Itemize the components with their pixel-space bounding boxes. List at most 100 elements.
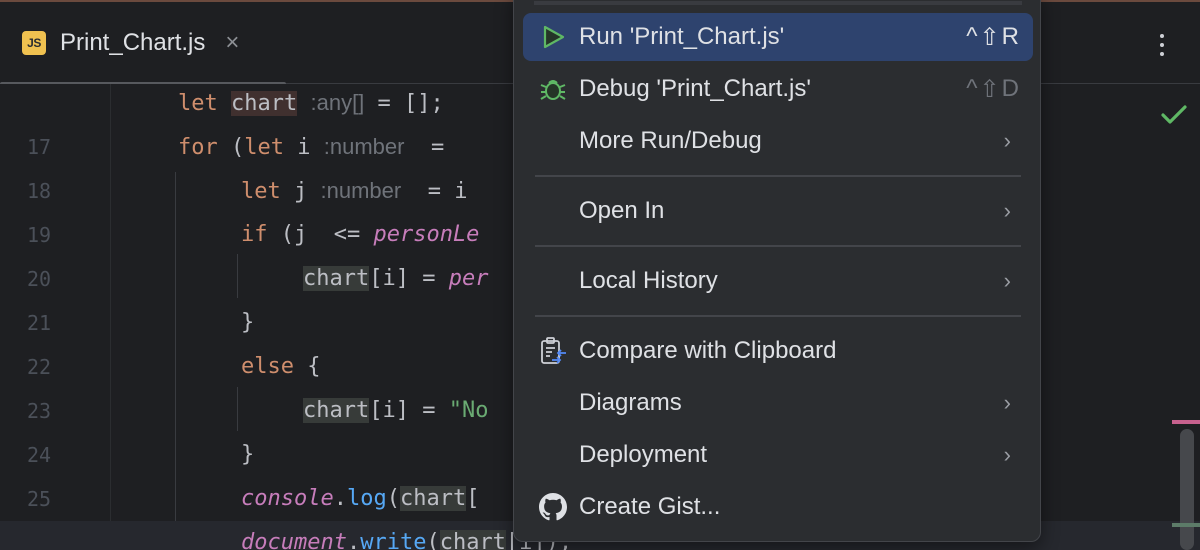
code-text: [ xyxy=(466,486,480,511)
check-icon[interactable] xyxy=(1160,102,1188,126)
code-text: . xyxy=(333,486,347,511)
menu-item-label: More Run/Debug xyxy=(579,127,762,154)
function-call: log xyxy=(346,486,387,511)
keyword: else xyxy=(241,354,294,379)
code-line: 19 let j :number = i xyxy=(0,169,1200,247)
keyword: if xyxy=(241,222,268,247)
keyword: let xyxy=(244,135,284,160)
tab-label: Print_Chart.js xyxy=(60,28,206,56)
line-number: 25 xyxy=(27,487,52,511)
type-hint: :number xyxy=(320,178,402,203)
line-number: 23 xyxy=(27,399,52,423)
menu-item-open-in[interactable]: Open In › xyxy=(523,187,1033,235)
code-line: 18 for (let i :number = xyxy=(0,125,1200,203)
context-menu: Run 'Print_Chart.js' ^⇧R Debug 'Print_Ch… xyxy=(513,0,1041,542)
menu-item-label: Diagrams xyxy=(579,389,682,416)
line-number: 20 xyxy=(27,267,52,291)
menu-item-run[interactable]: Run 'Print_Chart.js' ^⇧R xyxy=(523,13,1033,61)
string-literal: "No xyxy=(448,398,489,423)
code-line: 26 console.log(chart[ xyxy=(0,477,1200,550)
code-text: i xyxy=(284,135,324,160)
more-options-icon[interactable] xyxy=(1152,30,1172,60)
gutter-separator xyxy=(110,84,111,550)
menu-item-label: Run 'Print_Chart.js' xyxy=(579,23,785,50)
indent-guide xyxy=(237,254,238,298)
keyboard-shortcut: ^⇧D xyxy=(966,75,1019,103)
menu-item-debug[interactable]: Debug 'Print_Chart.js' ^⇧D xyxy=(523,65,1033,113)
type-hint: :any[] xyxy=(310,90,365,115)
menu-item-create-gist[interactable]: Create Gist... xyxy=(523,483,1033,531)
code-line: 22 } xyxy=(0,301,1200,379)
code-line: 25 } xyxy=(0,433,1200,511)
global-identifier: console xyxy=(241,486,334,511)
identifier: chart xyxy=(231,91,298,116)
code-text: } xyxy=(241,310,255,335)
keyword: let xyxy=(178,91,218,116)
line-number: 24 xyxy=(27,443,52,467)
menu-item-label: Deployment xyxy=(579,441,708,468)
line-number: 21 xyxy=(27,311,52,335)
code-text: j xyxy=(280,179,321,204)
code-text: } xyxy=(241,442,255,467)
code-text: . xyxy=(346,530,361,550)
menu-item-label: Open In xyxy=(579,197,665,224)
run-icon xyxy=(537,21,569,53)
code-line: 23 else { xyxy=(0,345,1200,423)
vertical-scrollbar[interactable] xyxy=(1180,429,1194,550)
identifier: chart xyxy=(399,486,467,511)
menu-item-label: Compare with Clipboard xyxy=(579,337,837,364)
chevron-right-icon: › xyxy=(1003,442,1011,467)
menu-separator xyxy=(535,245,1021,247)
indent-guide xyxy=(237,387,238,431)
code-text: ( xyxy=(217,135,245,160)
line-number: 19 xyxy=(27,223,52,247)
global-identifier: document xyxy=(241,530,347,550)
code-text: ( xyxy=(426,530,440,550)
tab-print-chart-js[interactable]: JS Print_Chart.js × xyxy=(0,2,239,83)
keyboard-shortcut: ^⇧R xyxy=(966,23,1019,51)
code-text: [i] = xyxy=(369,266,449,291)
indent-guide xyxy=(175,172,176,550)
current-line-marker[interactable] xyxy=(1172,523,1200,527)
chevron-right-icon: › xyxy=(1003,390,1011,415)
function-call: write xyxy=(360,530,427,550)
identifier: chart xyxy=(303,266,370,291)
line-number: 17 xyxy=(27,135,52,159)
menu-item-label: Local History xyxy=(579,267,718,294)
github-icon xyxy=(537,491,569,523)
compare-clipboard-icon xyxy=(537,335,569,367)
global-identifier: personLe xyxy=(373,222,480,247)
menu-separator xyxy=(535,315,1021,317)
menu-item-local-history[interactable]: Local History › xyxy=(523,257,1033,305)
code-text: [i] = xyxy=(369,398,449,423)
menu-item-deployment[interactable]: Deployment › xyxy=(523,431,1033,479)
line-number: 22 xyxy=(27,355,52,379)
menu-separator xyxy=(534,1,1022,5)
code-text: ( xyxy=(386,486,400,511)
close-icon[interactable]: × xyxy=(225,28,240,56)
chevron-right-icon: › xyxy=(1003,128,1011,153)
code-line: 24 chart[i] = "No xyxy=(0,389,1200,467)
global-identifier: per xyxy=(448,266,489,291)
menu-item-diagrams[interactable]: Diagrams › xyxy=(523,379,1033,427)
chevron-right-icon: › xyxy=(1003,268,1011,293)
keyword: for xyxy=(178,135,218,160)
code-text: = []; xyxy=(364,91,444,116)
identifier: chart xyxy=(439,530,506,550)
menu-item-more-run-debug[interactable]: More Run/Debug › xyxy=(523,117,1033,165)
code-line: 21 chart[i] = per xyxy=(0,257,1200,335)
identifier: chart xyxy=(303,398,370,423)
code-text: = i xyxy=(401,179,468,204)
menu-item-compare-clipboard[interactable]: Compare with Clipboard xyxy=(523,327,1033,375)
code-text: (j <= xyxy=(267,222,374,247)
chevron-right-icon: › xyxy=(1003,198,1011,223)
javascript-file-icon: JS xyxy=(22,30,46,55)
code-line: 17 let chart :any[] = []; xyxy=(0,81,1200,159)
menu-item-label: Create Gist... xyxy=(579,493,721,520)
menu-item-label: Debug 'Print_Chart.js' xyxy=(579,75,811,102)
menu-separator xyxy=(535,175,1021,177)
error-stripe-marker[interactable] xyxy=(1172,420,1200,424)
code-text: = xyxy=(404,135,458,160)
line-number: 18 xyxy=(27,179,52,203)
code-line: 20 if (j <= personLe xyxy=(0,213,1200,291)
